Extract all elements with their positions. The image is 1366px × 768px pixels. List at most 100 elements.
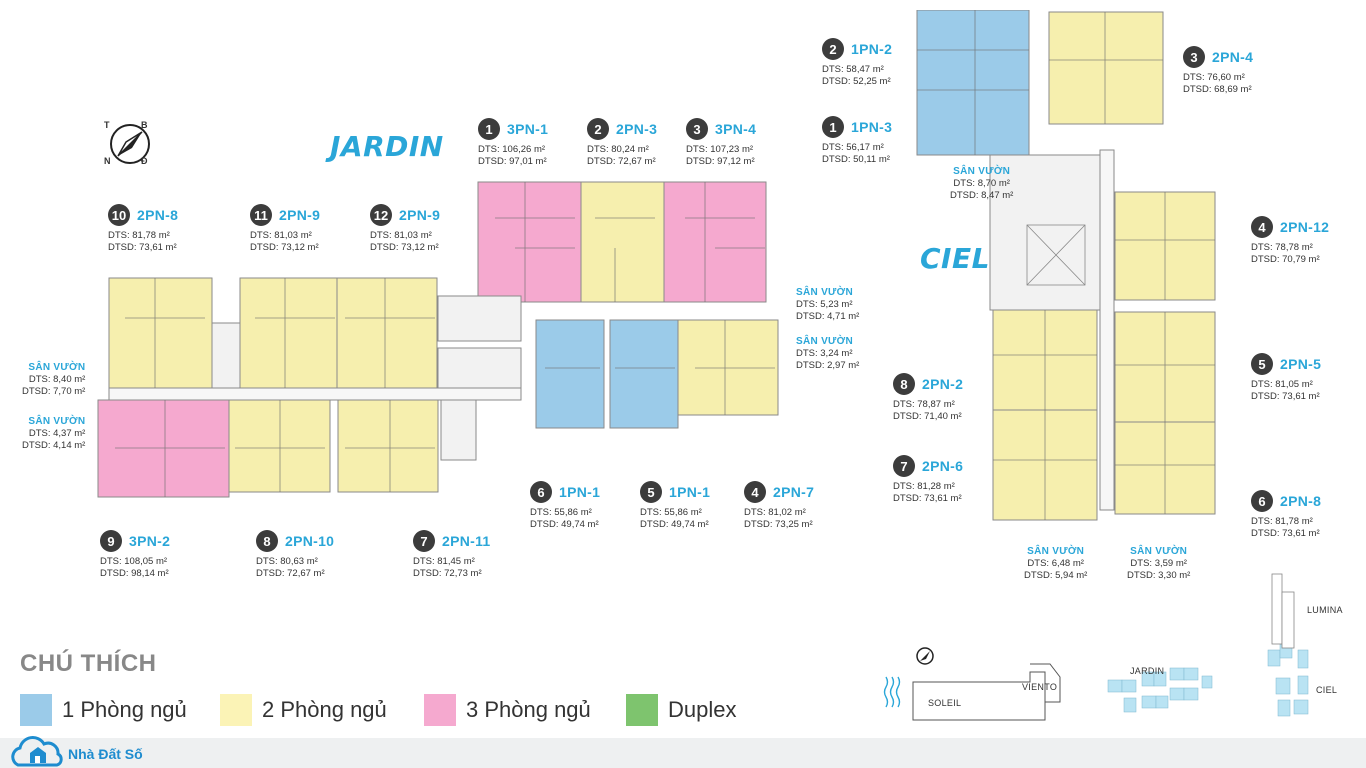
garden-dts: DTS: 5,23 m² [796, 299, 853, 310]
compass-letter-d: Đ [141, 156, 148, 166]
garden-dts: DTS: 8,40 m² [28, 374, 86, 385]
garden-dts: DTS: 8,70 m² [953, 178, 1010, 189]
garden-dtsd: DTSD: 4,14 m² [22, 440, 86, 451]
unit-dts: DTS: 55,86 m² [530, 507, 592, 518]
unit-dts: DTS: 81,28 m² [893, 481, 955, 492]
garden-label: SÂN VƯỜN DTS: 8,70 m² DTSD: 8,47 m² [950, 166, 1013, 202]
garden-dtsd: DTSD: 8,47 m² [950, 190, 1014, 201]
garden-title: SÂN VƯỜN [28, 362, 86, 373]
unit-dtsd: DTSD: 68,69 m² [1183, 84, 1252, 95]
garden-dtsd: DTSD: 4,71 m² [796, 311, 860, 322]
garden-title: SÂN VƯỜN [1130, 546, 1188, 557]
unit-dts: DTS: 78,78 m² [1251, 242, 1313, 253]
legend-title: CHÚ THÍCH [20, 650, 157, 677]
site-map [883, 573, 1309, 721]
unit-code: 3PN-4 [715, 121, 757, 137]
garden-title: SÂN VƯỜN [796, 336, 854, 347]
unit-dtsd: DTSD: 73,61 m² [893, 493, 962, 504]
garden-label: SÂN VƯỜN DTS: 8,40 m² DTSD: 7,70 m² [22, 362, 85, 398]
unit-label: 12 2PN-9 DTS: 81,03 m² DTSD: 73,12 m² [370, 204, 440, 254]
legend-label: 3 Phòng ngủ [466, 697, 591, 722]
unit-dts: DTS: 76,60 m² [1183, 72, 1245, 83]
unit-code: 2PN-9 [399, 207, 441, 223]
garden-title: SÂN VƯỜN [953, 166, 1011, 177]
site-logo-text: Nhà Đất Số [68, 746, 143, 762]
unit-code: 2PN-4 [1212, 49, 1254, 65]
unit-code: 2PN-2 [922, 376, 964, 392]
unit-code: 2PN-8 [137, 207, 179, 223]
unit-code: 1PN-1 [559, 484, 601, 500]
unit-dtsd: DTSD: 72,67 m² [256, 568, 325, 579]
unit-number-badge: 4 [1251, 216, 1273, 238]
unit-code: 1PN-3 [851, 119, 893, 135]
compass-letter-t: T [104, 120, 110, 130]
garden-label: SÂN VƯỜN DTS: 6,48 m² DTSD: 5,94 m² [1024, 546, 1087, 582]
ciel-floor-plan [916, 10, 1216, 521]
unit-code: 3PN-2 [129, 533, 171, 549]
unit-number-badge: 1 [478, 118, 500, 140]
unit-dts: DTS: 81,78 m² [1251, 516, 1313, 527]
legend-item-1-bedroom: 1 Phòng ngủ [20, 694, 187, 726]
unit-dts: DTS: 81,02 m² [744, 507, 806, 518]
unit-dtsd: DTSD: 72,67 m² [587, 156, 656, 167]
garden-dtsd: DTSD: 3,30 m² [1127, 570, 1191, 581]
ciel-title: CIEL [920, 242, 990, 275]
unit-dtsd: DTSD: 97,12 m² [686, 156, 755, 167]
garden-dtsd: DTSD: 2,97 m² [796, 360, 860, 371]
block-label-soleil: SOLEIL [928, 698, 962, 708]
legend-item-3-bedroom: 3 Phòng ngủ [424, 694, 591, 726]
unit-dtsd: DTSD: 73,25 m² [744, 519, 813, 530]
garden-label: SÂN VƯỜN DTS: 3,24 m² DTSD: 2,97 m² [796, 336, 859, 372]
garden-dtsd: DTSD: 5,94 m² [1024, 570, 1088, 581]
compass-letter-b: B [141, 120, 148, 130]
unit-dtsd: DTSD: 73,61 m² [1251, 391, 1320, 402]
unit-number-badge: 9 [100, 530, 122, 552]
unit-number-badge: 8 [256, 530, 278, 552]
unit-number-badge: 7 [893, 455, 915, 477]
garden-dts: DTS: 4,37 m² [28, 428, 86, 439]
unit-code: 1PN-2 [851, 41, 893, 57]
unit-code: 2PN-8 [1280, 493, 1322, 509]
unit-dts: DTS: 106,26 m² [478, 144, 546, 155]
unit-number-badge: 8 [893, 373, 915, 395]
unit-number-badge: 12 [370, 204, 392, 226]
unit-dtsd: DTSD: 73,61 m² [1251, 528, 1320, 539]
jardin-title: JARDIN [330, 130, 444, 163]
unit-code: 2PN-6 [922, 458, 964, 474]
unit-number-badge: 7 [413, 530, 435, 552]
unit-code: 2PN-9 [279, 207, 321, 223]
unit-dtsd: DTSD: 72,73 m² [413, 568, 482, 579]
unit-number-badge: 10 [108, 204, 130, 226]
cloud-home-icon [11, 736, 63, 767]
unit-dts: DTS: 56,17 m² [822, 142, 884, 153]
unit-dts: DTS: 81,03 m² [370, 230, 432, 241]
unit-code: 1PN-1 [669, 484, 711, 500]
unit-number-badge: 11 [250, 204, 272, 226]
unit-code: 2PN-3 [616, 121, 658, 137]
garden-label: SÂN VƯỜN DTS: 3,59 m² DTSD: 3,30 m² [1127, 546, 1190, 582]
unit-dts: DTS: 58,47 m² [822, 64, 884, 75]
unit-dts: DTS: 108,05 m² [100, 556, 168, 567]
unit-dts: DTS: 80,24 m² [587, 144, 649, 155]
unit-dts: DTS: 78,87 m² [893, 399, 955, 410]
unit-dtsd: DTSD: 73,12 m² [370, 242, 439, 253]
garden-dts: DTS: 3,24 m² [796, 348, 853, 359]
legend-item-duplex: Duplex [626, 694, 736, 726]
unit-number-badge: 2 [822, 38, 844, 60]
unit-dtsd: DTSD: 73,12 m² [250, 242, 319, 253]
garden-dtsd: DTSD: 7,70 m² [22, 386, 86, 397]
unit-code: 3PN-1 [507, 121, 549, 137]
unit-dtsd: DTSD: 49,74 m² [530, 519, 599, 530]
garden-title: SÂN VƯỜN [28, 416, 86, 427]
compass-icon [110, 124, 150, 164]
